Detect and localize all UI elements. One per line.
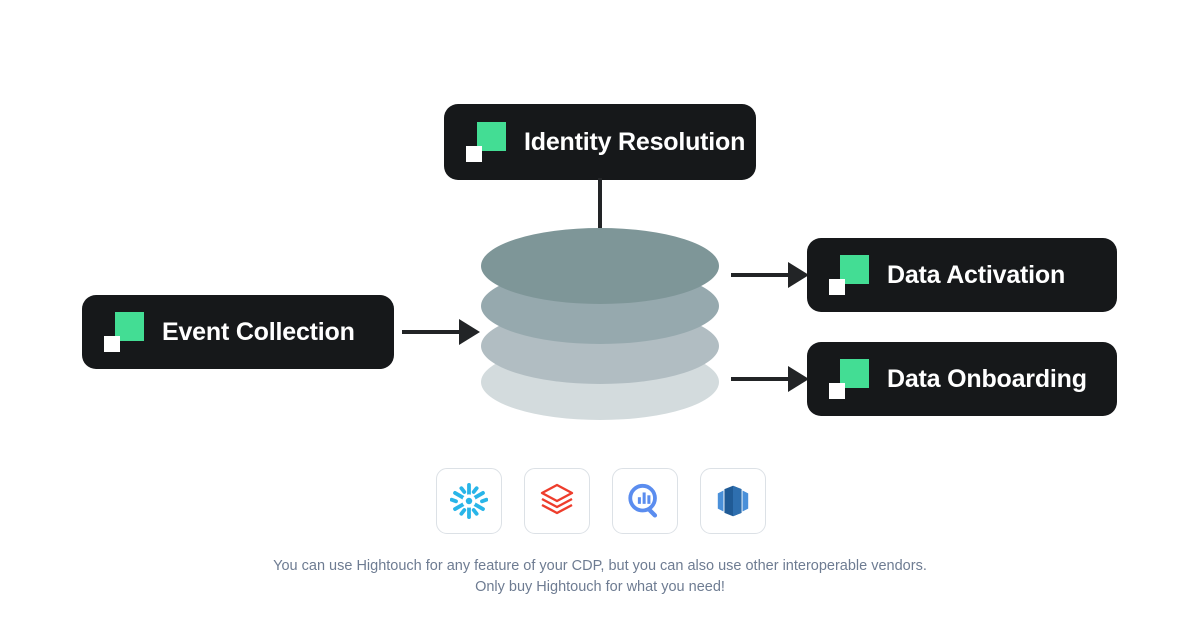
- arrow-warehouse-to-activation: [731, 262, 809, 288]
- card-data-onboarding[interactable]: Data Onboarding: [807, 342, 1117, 416]
- card-event-collection[interactable]: Event Collection: [82, 295, 394, 369]
- snowflake-icon: [450, 482, 488, 520]
- arrow-shaft: [731, 273, 789, 277]
- arrow-event-to-warehouse: [402, 319, 480, 345]
- hightouch-logo-icon: [829, 359, 869, 399]
- vendor-logo-row: [436, 468, 766, 534]
- arrow-head: [459, 319, 480, 345]
- data-warehouse-stack: [481, 228, 719, 420]
- logo-white-square: [829, 279, 845, 295]
- hightouch-logo-icon: [466, 122, 506, 162]
- card-identity-resolution-label: Identity Resolution: [524, 127, 746, 156]
- card-data-activation-label: Data Activation: [887, 260, 1066, 289]
- card-data-activation[interactable]: Data Activation: [807, 238, 1117, 312]
- warehouse-layer-1: [481, 228, 719, 304]
- caption-line-2: Only buy Hightouch for what you need!: [475, 579, 725, 595]
- caption-line-1: You can use Hightouch for any feature of…: [273, 558, 927, 574]
- logo-white-square: [829, 383, 845, 399]
- bigquery-icon: [628, 483, 658, 518]
- hightouch-logo-icon: [104, 312, 144, 352]
- hightouch-logo-icon: [829, 255, 869, 295]
- logo-white-square: [104, 336, 120, 352]
- arrow-head: [788, 366, 809, 392]
- arrow-shaft: [402, 330, 460, 334]
- card-data-onboarding-label: Data Onboarding: [887, 364, 1087, 393]
- caption: You can use Hightouch for any feature of…: [0, 556, 1200, 598]
- card-identity-resolution[interactable]: Identity Resolution: [444, 104, 756, 180]
- logo-white-square: [466, 146, 482, 162]
- arrow-head: [788, 262, 809, 288]
- card-event-collection-label: Event Collection: [162, 317, 355, 346]
- connector-identity-to-warehouse: [598, 178, 602, 240]
- vendor-tile-snowflake[interactable]: [436, 468, 502, 534]
- vendor-tile-databricks[interactable]: [524, 468, 590, 534]
- vendor-tile-bigquery[interactable]: [612, 468, 678, 534]
- arrow-warehouse-to-onboarding: [731, 366, 809, 392]
- arrow-shaft: [731, 377, 789, 381]
- databricks-icon: [540, 483, 574, 515]
- redshift-icon: [717, 485, 749, 517]
- vendor-tile-redshift[interactable]: [700, 468, 766, 534]
